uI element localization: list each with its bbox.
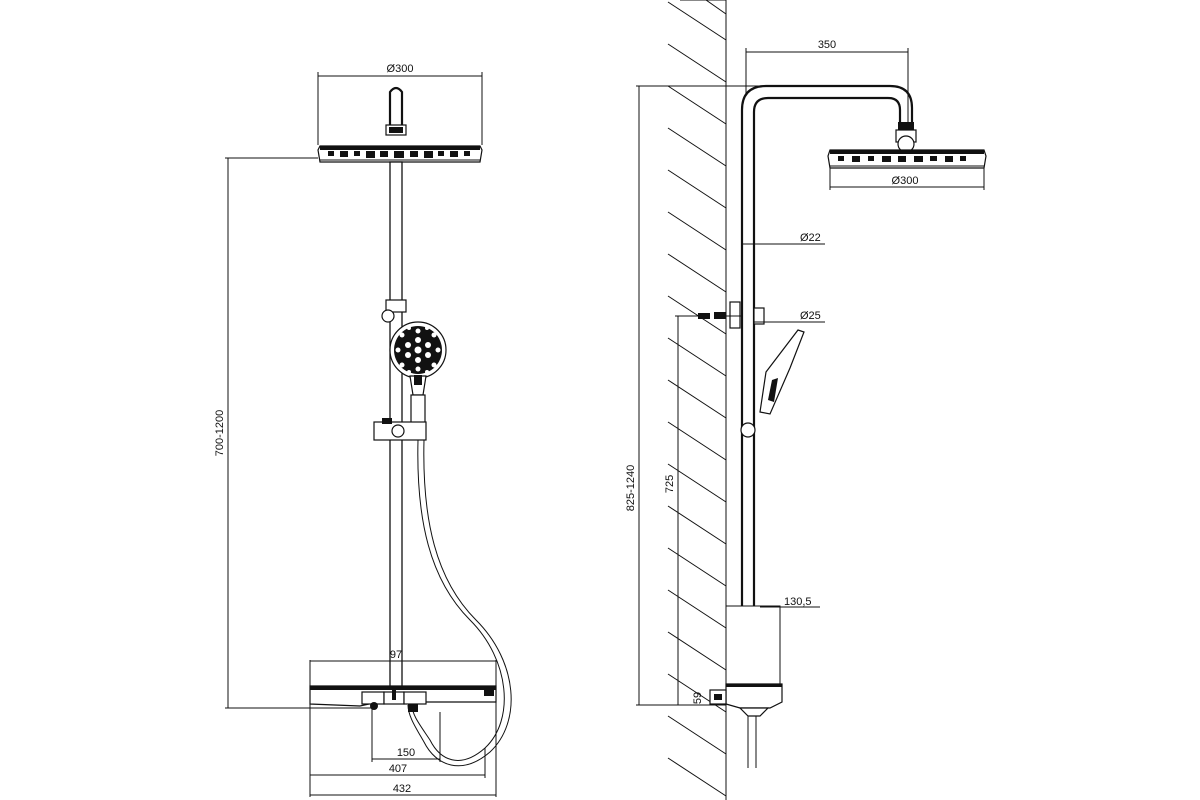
slide-holder [373, 418, 427, 441]
base-height-label: 59 [692, 692, 704, 704]
pipe-diameter-label: Ø22 [800, 232, 821, 244]
wall-bracket: Ø25 [698, 301, 825, 329]
height-range-label: 700-1200 [214, 410, 226, 457]
head-diameter-label: Ø300 [387, 63, 414, 75]
side-thermostat: 130,5 59 [692, 596, 820, 768]
shower-hose [411, 439, 505, 761]
lower-height-dimension: 725 [664, 315, 710, 705]
total-width-label: 432 [393, 783, 411, 795]
hand-shower [389, 321, 447, 428]
thermostat-body: 97 [309, 649, 497, 797]
total-height-label: 825-1240 [625, 465, 637, 512]
rain-shower-head [317, 145, 483, 163]
height-dimension: 700-1200 [214, 157, 372, 709]
wall-hatching [667, 0, 727, 800]
side-rain-shower-head: Ø300 [827, 149, 987, 190]
lower-height-label: 725 [664, 475, 676, 493]
side-pipe [740, 84, 914, 690]
shelf-depth-label: 130,5 [784, 596, 812, 608]
shower-arm [388, 86, 404, 125]
front-view: Ø300 700-1200 [214, 63, 512, 797]
arm-reach-dimension: 350 [745, 39, 909, 130]
pipe-diameter-dimension: Ø22 [742, 232, 825, 245]
arm-reach-label: 350 [818, 39, 836, 51]
bottom-dimensions: 150 407 432 [310, 708, 496, 796]
hand-shower-diameter-label: Ø25 [800, 310, 821, 322]
dist-407-label: 407 [389, 763, 407, 775]
total-height-dimension: 825-1240 [625, 85, 760, 706]
body-width-label: 97 [390, 649, 402, 661]
side-head-diameter-label: Ø300 [892, 175, 919, 187]
dist-150-label: 150 [397, 747, 415, 759]
side-hand-shower [740, 329, 805, 438]
upper-holder [381, 299, 407, 323]
head-diameter-dimension: Ø300 [317, 63, 483, 145]
side-view: 350 825-1240 725 [625, 0, 987, 800]
